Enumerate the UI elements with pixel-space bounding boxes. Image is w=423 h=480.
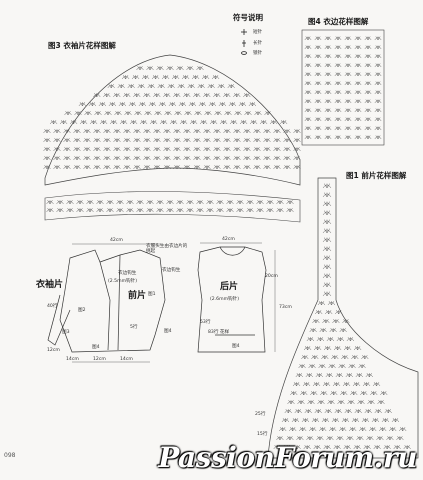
rows-5: 5行 xyxy=(130,325,138,330)
front-label: 前片 xyxy=(128,291,147,301)
fig-ref-3: 图3 xyxy=(62,330,70,335)
edge-chart-pattern xyxy=(304,36,382,140)
cm-12b: 12cm xyxy=(93,357,106,362)
cm-14a: 14cm xyxy=(66,357,79,362)
legend-item-1: 短针 xyxy=(253,30,263,35)
side-note-top: 衣服头生由衣边片的挑起 xyxy=(146,244,188,254)
schematic-front xyxy=(47,249,166,353)
legend-symbols xyxy=(241,29,247,55)
rows-83: 83行 花样 xyxy=(208,330,230,335)
back-label: 后片 xyxy=(220,282,239,292)
fig1-title: 图1 前片花样图解 xyxy=(346,171,407,180)
legend-title: 符号说明 xyxy=(233,13,263,22)
side-note: 衣边钩生 xyxy=(162,268,181,273)
cm-12: 12cm xyxy=(47,348,60,353)
legend-item-2: 长针 xyxy=(253,41,263,46)
edge-chart xyxy=(301,29,385,146)
needle-note-front: (2.5mm钩针) xyxy=(108,279,138,284)
dimension-lines xyxy=(72,242,276,363)
sleeve-rows: 40行 xyxy=(47,304,58,309)
width-top-front: 42cm xyxy=(110,238,123,243)
neck-note-front: 衣边钩生 xyxy=(118,271,137,276)
width-top-back: 42cm xyxy=(222,237,235,242)
rows-15: 15行 xyxy=(257,432,268,437)
sleeve-chart xyxy=(44,54,301,186)
sleeve-band xyxy=(44,191,301,223)
needle-note-back: (2.6mm钩针) xyxy=(210,297,240,302)
fig-ref-1: 图1 xyxy=(148,292,156,297)
fig-ref-4b: 图4 xyxy=(232,344,240,349)
watermark: PassionForum.ru xyxy=(158,441,417,474)
sleeve-chart-pattern xyxy=(43,66,301,170)
page-number: 098 xyxy=(4,452,16,459)
fig3-title: 图3 衣袖片花样图解 xyxy=(48,41,116,50)
cm-14b: 14cm xyxy=(120,357,133,362)
sleeve-band-pattern xyxy=(46,200,294,213)
fig4-title: 图4 衣边花样图解 xyxy=(308,17,369,26)
front-chart-pattern xyxy=(273,183,411,450)
fig-ref-2: 图2 xyxy=(78,308,86,313)
fig-ref-4c: 图4 xyxy=(164,329,172,334)
rows-73: 73cm xyxy=(279,305,292,310)
rows-25: 25行 xyxy=(255,412,266,417)
legend-item-3: 锁针 xyxy=(253,51,263,56)
fig-ref-4a: 图4 xyxy=(92,345,100,350)
schematic-back xyxy=(197,246,267,353)
garment-title: 衣袖片 xyxy=(36,280,64,290)
front-chart xyxy=(267,177,419,459)
rows-20: 20cm xyxy=(265,274,278,279)
rows-53: 53行 xyxy=(200,320,211,325)
